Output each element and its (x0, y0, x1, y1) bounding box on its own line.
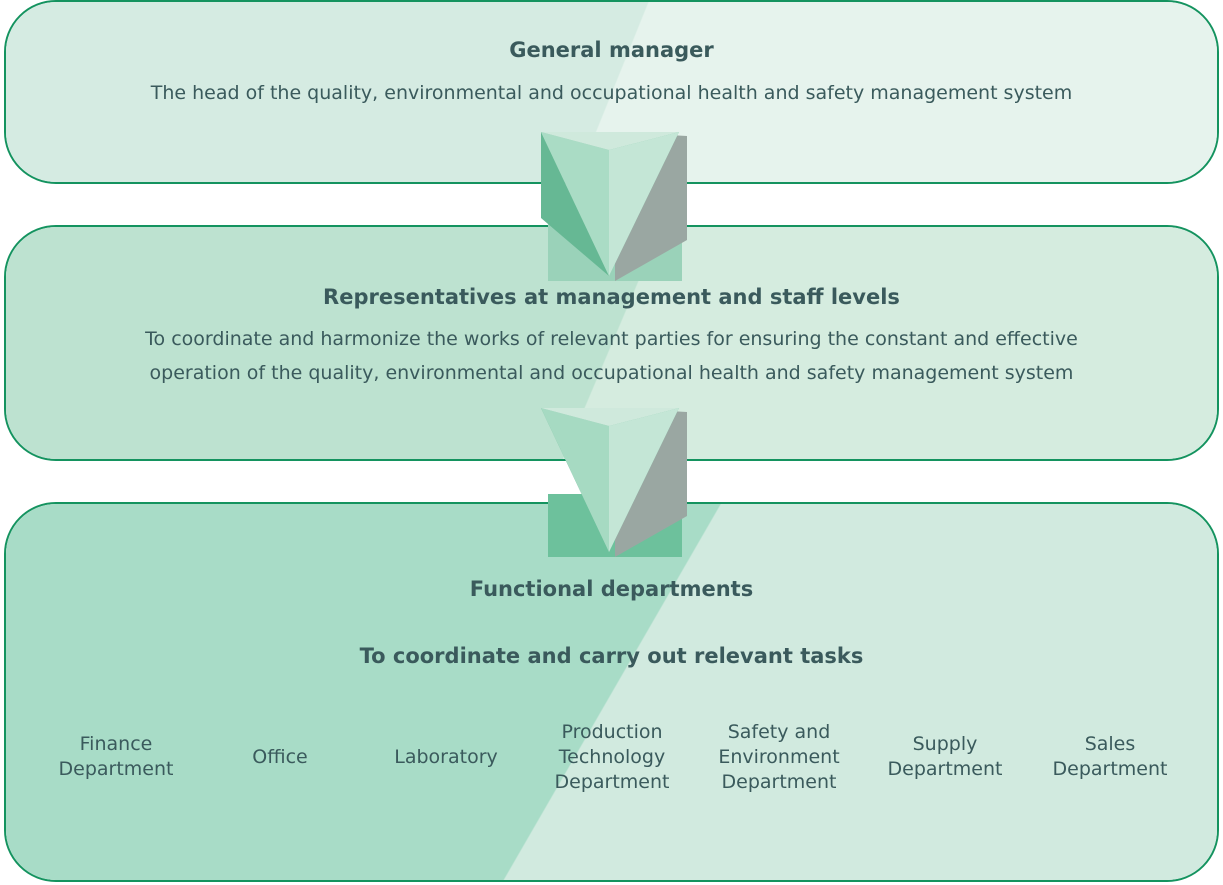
level-subtitle-functional-departments: To coordinate and carry out relevant tas… (359, 644, 864, 668)
department-sales: Sales Department (1052, 733, 1168, 780)
department-office: Office (252, 745, 308, 768)
description-line: To coordinate and harmonize the works of… (145, 328, 1078, 350)
chevron-down-icon (541, 132, 687, 281)
level-title-representatives: Representatives at management and staff … (323, 285, 900, 309)
description-line: operation of the quality, environmental … (149, 362, 1074, 384)
department-production-technology: Production Technology Department (554, 720, 670, 793)
department-supply: Supply Department (887, 733, 1003, 780)
level-title-functional-departments: Functional departments (469, 577, 754, 601)
level-description-general-manager: The head of the quality, environmental a… (0, 76, 1223, 110)
chevron-down-icon (541, 408, 687, 557)
description-line: The head of the quality, environmental a… (150, 82, 1073, 104)
department-laboratory: Laboratory (394, 745, 498, 768)
level-functional-departments (4, 502, 1219, 882)
panel-background (6, 504, 1217, 880)
level-title-general-manager: General manager (509, 38, 714, 62)
level-description-representatives: To coordinate and harmonize the works of… (0, 322, 1223, 390)
department-safety-environment: Safety and Environment Department (718, 720, 840, 793)
department-finance: Finance Department (58, 733, 174, 780)
